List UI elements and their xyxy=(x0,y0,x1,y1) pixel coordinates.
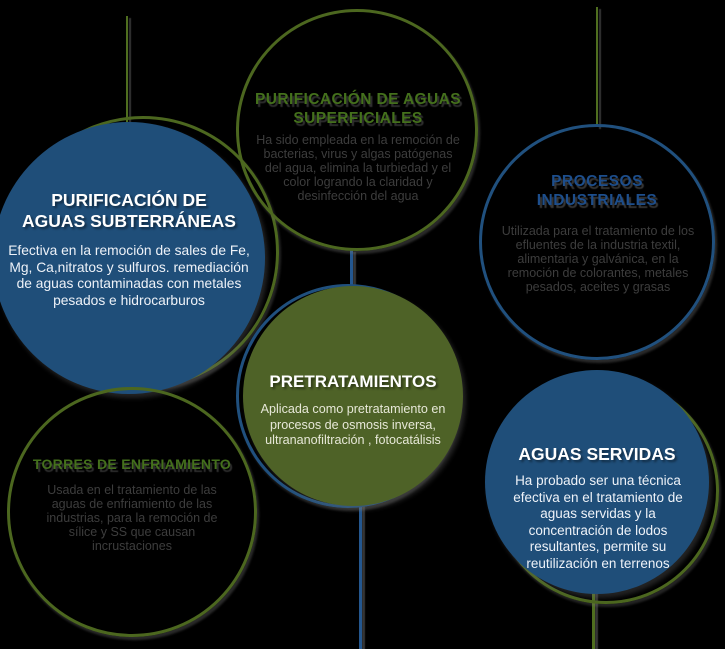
node-servidas-body: Ha probado ser una técnica efectiva en e… xyxy=(513,473,683,571)
node-pretratamientos-body: Aplicada como pretratamiento en procesos… xyxy=(260,402,446,447)
node-torres-body: Usada en el tratamiento de las aguas de … xyxy=(46,483,218,553)
node-servidas-circle xyxy=(485,370,709,594)
node-subterraneas-title: PURIFICACIÓN DE AGUAS SUBTERRÁNEAS xyxy=(10,190,248,232)
node-industriales-title-line1: PROCESOS xyxy=(551,173,643,190)
node-servidas-title: AGUAS SERVIDAS xyxy=(518,444,676,464)
node-pretratamientos-title: PRETRATAMIENTOS xyxy=(269,372,437,391)
node-superficiales-body: Ha sido empleada en la remoción de bacte… xyxy=(256,133,460,203)
node-subterraneas-circle xyxy=(0,122,265,394)
node-superficiales-circle xyxy=(236,9,478,251)
node-subterraneas-title-line2: AGUAS SUBTERRÁNEAS xyxy=(22,211,236,231)
node-pretratamientos-circle xyxy=(243,286,463,506)
connector-center-bottom xyxy=(359,502,362,649)
node-subterraneas-body: Efectiva en la remoción de sales de Fe, … xyxy=(8,243,250,308)
node-superficiales-title-line1: PURIFICACIÓN DE AGUAS xyxy=(255,91,461,108)
connector-top-left xyxy=(126,16,128,124)
node-superficiales-title: PURIFICACIÓN DE AGUAS SUPERFICIALES xyxy=(252,90,464,128)
node-superficiales-title-line2: SUPERFICIALES xyxy=(293,110,423,127)
node-industriales-body: Utilizada para el tratamiento de los efl… xyxy=(501,224,695,294)
node-industriales-title: PROCESOS INDUSTRIALES xyxy=(497,172,697,210)
node-torres-title: TORRES DE ENFRIAMIENTO xyxy=(32,456,232,472)
node-torres-circle xyxy=(7,387,257,637)
node-subterraneas-title-line1: PURIFICACIÓN DE xyxy=(51,190,207,210)
connector-center-top xyxy=(350,250,353,292)
connector-top-right xyxy=(596,7,598,127)
connector-bottom-right xyxy=(592,584,595,649)
node-industriales-circle xyxy=(479,124,715,360)
node-industriales-title-line2: INDUSTRIALES xyxy=(536,192,658,209)
